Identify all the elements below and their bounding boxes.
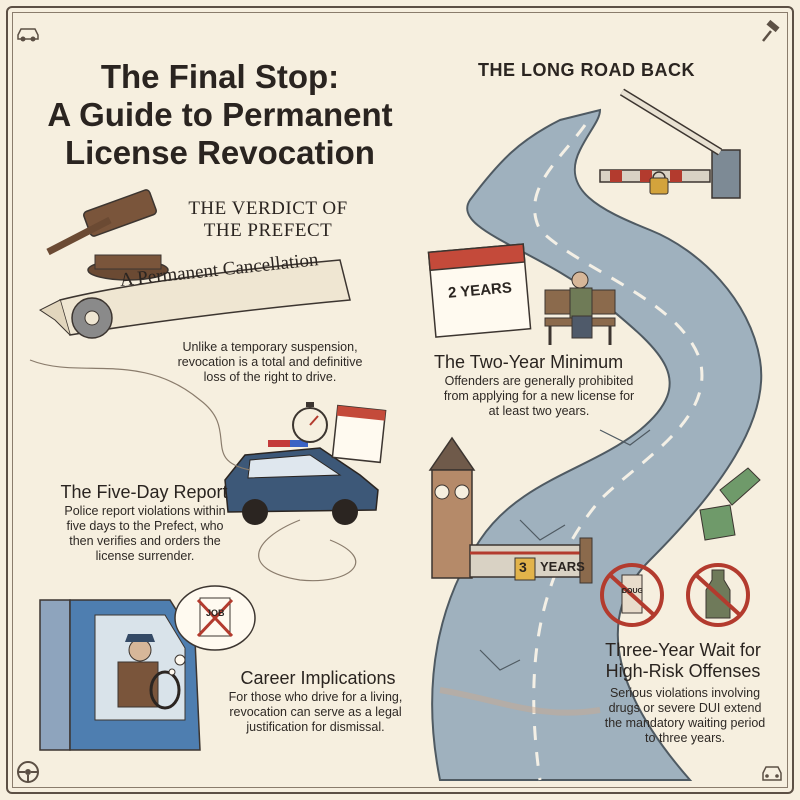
two-year-line-2: from applying for a new license for bbox=[443, 389, 635, 403]
three-year-line-3: the mandatory waiting period bbox=[604, 716, 766, 730]
page-title: The Final Stop: A Guide to Permanent Lic… bbox=[40, 58, 400, 172]
gavel-icon bbox=[758, 18, 786, 46]
gavel-illustration bbox=[46, 189, 169, 281]
three-year-gate bbox=[469, 537, 593, 584]
road-title: THE LONG ROAD BACK bbox=[478, 60, 695, 80]
career-line-3: justification for dismissal. bbox=[246, 720, 385, 734]
intro-line-1: Unlike a temporary suspension, bbox=[182, 340, 358, 354]
clock-tower-illustration bbox=[428, 436, 476, 579]
five-day-text: Police report violations within five day… bbox=[35, 504, 255, 564]
broken-bottle-illustration bbox=[699, 467, 761, 541]
intro-text: Unlike a temporary suspension, revocatio… bbox=[150, 340, 390, 385]
verdict-line-2: THE PREFECT bbox=[203, 220, 333, 241]
stopwatch-illustration bbox=[292, 402, 328, 443]
gate-number: 3 bbox=[519, 559, 527, 575]
wind-swirl-1 bbox=[29, 359, 251, 471]
calendar-2-years-illustration bbox=[427, 243, 532, 338]
outer-border bbox=[6, 6, 794, 794]
career-heading: Career Implications bbox=[240, 668, 396, 688]
truck-driver-illustration bbox=[39, 599, 201, 751]
five-day-heading: The Five-Day Report bbox=[60, 482, 228, 502]
two-year-line-1: Offenders are generally prohibited bbox=[444, 374, 634, 388]
career-text: For those who drive for a living, revoca… bbox=[198, 690, 433, 735]
five-day-line-2: five days to the Prefect, who bbox=[66, 519, 224, 533]
job-label: JOB bbox=[206, 608, 225, 618]
five-day-line-3: then verifies and orders the bbox=[69, 534, 221, 548]
no-alcohol-sign bbox=[686, 563, 750, 627]
title-line-1: The Final Stop: bbox=[100, 58, 340, 95]
verdict-line-1: THE VERDICT OF bbox=[188, 198, 348, 219]
car-icon bbox=[14, 18, 42, 46]
two-year-text: Offenders are generally prohibited from … bbox=[424, 374, 654, 419]
two-year-heading: The Two-Year Minimum bbox=[434, 352, 624, 372]
job-thought-bubble bbox=[168, 585, 256, 676]
three-year-line-4: to three years. bbox=[645, 731, 725, 745]
ribbon-banner bbox=[39, 259, 351, 339]
man-on-bench-illustration bbox=[544, 271, 616, 345]
wind-swirl-2 bbox=[258, 519, 357, 582]
three-year-line-2: drugs or severe DUI extend bbox=[608, 701, 762, 715]
five-day-line-1: Police report violations within bbox=[64, 504, 226, 518]
three-year-line-1: Serious violations involving bbox=[609, 686, 761, 700]
three-year-text: Serious violations involving drugs or se… bbox=[585, 686, 785, 746]
drug-label: DOUG bbox=[622, 588, 643, 595]
intro-line-3: loss of the right to drive. bbox=[203, 370, 337, 384]
title-line-2: A Guide to Permanent bbox=[47, 96, 393, 133]
car-front-icon bbox=[758, 758, 786, 786]
inner-border bbox=[12, 12, 788, 788]
intro-line-2: revocation is a total and definitive bbox=[177, 355, 363, 369]
police-car-illustration bbox=[224, 440, 379, 525]
winding-road bbox=[431, 108, 763, 781]
no-drugs-sign bbox=[600, 563, 664, 627]
gate-label: YEARS bbox=[540, 559, 585, 574]
career-line-1: For those who drive for a living, bbox=[228, 690, 403, 704]
career-line-2: revocation can serve as a legal bbox=[229, 705, 402, 719]
road-barrier bbox=[599, 88, 741, 199]
three-year-heading-line-2: High-Risk Offenses bbox=[605, 661, 761, 681]
two-year-line-3: at least two years. bbox=[488, 404, 590, 418]
title-line-3: License Revocation bbox=[65, 134, 375, 171]
five-day-line-4: license surrender. bbox=[95, 549, 195, 563]
verdict-heading: THE VERDICT OF THE PREFECT bbox=[168, 198, 368, 242]
small-calendar-illustration bbox=[331, 404, 387, 464]
three-year-heading: Three-Year Wait for High-Risk Offenses bbox=[588, 640, 778, 682]
steering-wheel-icon bbox=[14, 758, 42, 786]
three-year-heading-line-1: Three-Year Wait for bbox=[605, 640, 761, 660]
